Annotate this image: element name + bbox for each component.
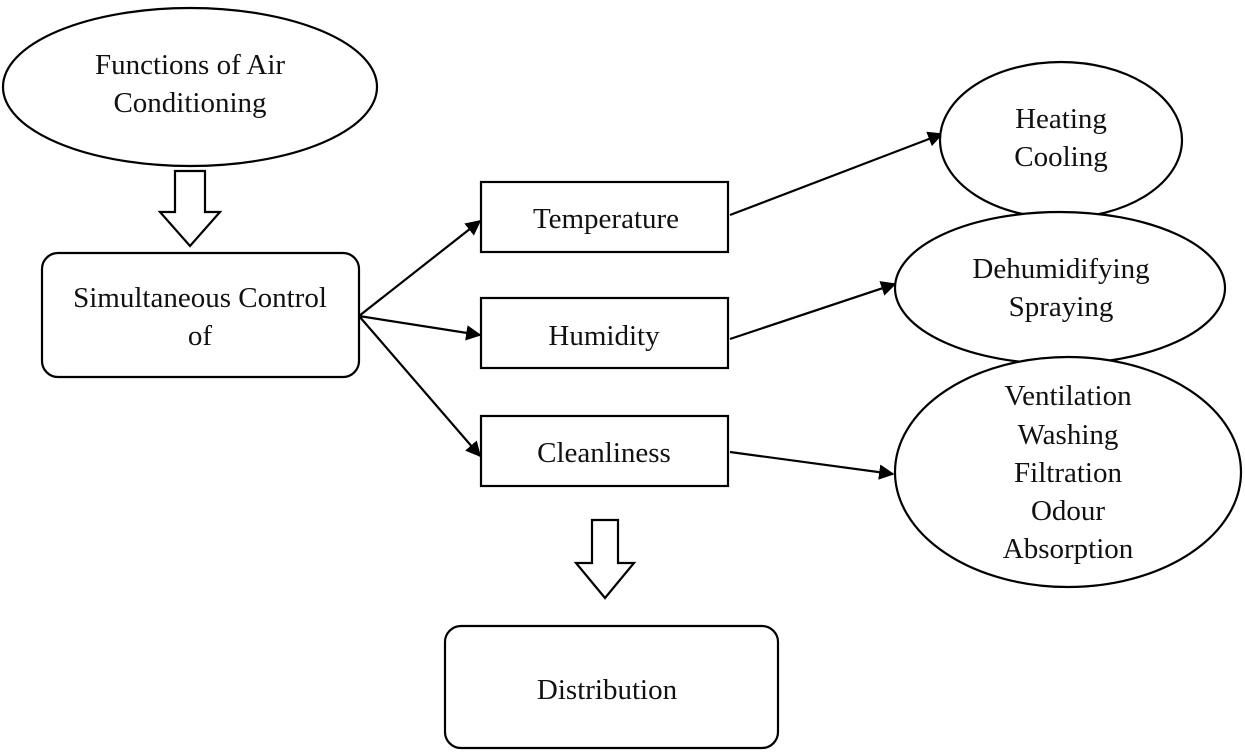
arrow-humidity-to-dehumidifying [729, 281, 897, 341]
arrow-control-to-cleanliness [358, 315, 482, 458]
cleanliness-box [479, 414, 730, 488]
control-node: Simultaneous Control of [40, 251, 361, 379]
cleaning-methods-line-5: Absorption [1003, 533, 1134, 565]
cleaning-methods-line-1: Ventilation [1004, 380, 1132, 412]
temperature-label: Temperature [533, 203, 679, 235]
functions-ellipse [1, 6, 379, 168]
cleaning-methods-ellipse [893, 355, 1243, 589]
dehumidifying-spraying-line-1: Dehumidifying [972, 253, 1149, 285]
humidity-node: Humidity [479, 296, 730, 370]
cleanliness-node: Cleanliness [479, 414, 730, 488]
temperature-box [479, 180, 730, 254]
heating-cooling-node: Heating Cooling [938, 60, 1184, 220]
humidity-label: Humidity [548, 320, 660, 352]
control-line-1: Simultaneous Control [73, 282, 327, 314]
arrow-temperature-to-heating-cooling [729, 131, 944, 217]
heating-cooling-ellipse [938, 60, 1184, 220]
functions-line-2: Conditioning [113, 87, 266, 119]
control-box [40, 251, 361, 379]
arrow-cleanliness-to-methods [729, 450, 895, 480]
cleanliness-label: Cleanliness [537, 437, 671, 469]
cleaning-methods-node: Ventilation Washing Filtration Odour Abs… [893, 355, 1243, 589]
functions-line-1: Functions of Air [95, 49, 285, 81]
humidity-box [479, 296, 730, 370]
arrow-control-to-humidity [358, 314, 482, 341]
distribution-label: Distribution [537, 674, 678, 706]
dehumidifying-spraying-ellipse [893, 210, 1227, 366]
heating-cooling-line-2: Cooling [1014, 141, 1107, 173]
control-line-2: of [188, 320, 213, 352]
cleaning-methods-line-4: Odour [1031, 495, 1105, 527]
hollow-down-arrow-1 [157, 169, 223, 248]
heating-cooling-line-1: Heating [1015, 103, 1107, 135]
dehumidifying-spraying-line-2: Spraying [1009, 291, 1114, 323]
arrow-control-to-temperature [358, 220, 482, 317]
functions-node: Functions of Air Conditioning [1, 6, 379, 168]
dehumidifying-spraying-node: Dehumidifying Spraying [893, 210, 1227, 366]
distribution-node: Distribution [443, 624, 780, 750]
hollow-down-arrow-2 [573, 518, 637, 600]
temperature-node: Temperature [479, 180, 730, 254]
cleaning-methods-line-2: Washing [1018, 419, 1119, 451]
cleaning-methods-line-3: Filtration [1014, 457, 1122, 489]
distribution-box [443, 624, 780, 750]
